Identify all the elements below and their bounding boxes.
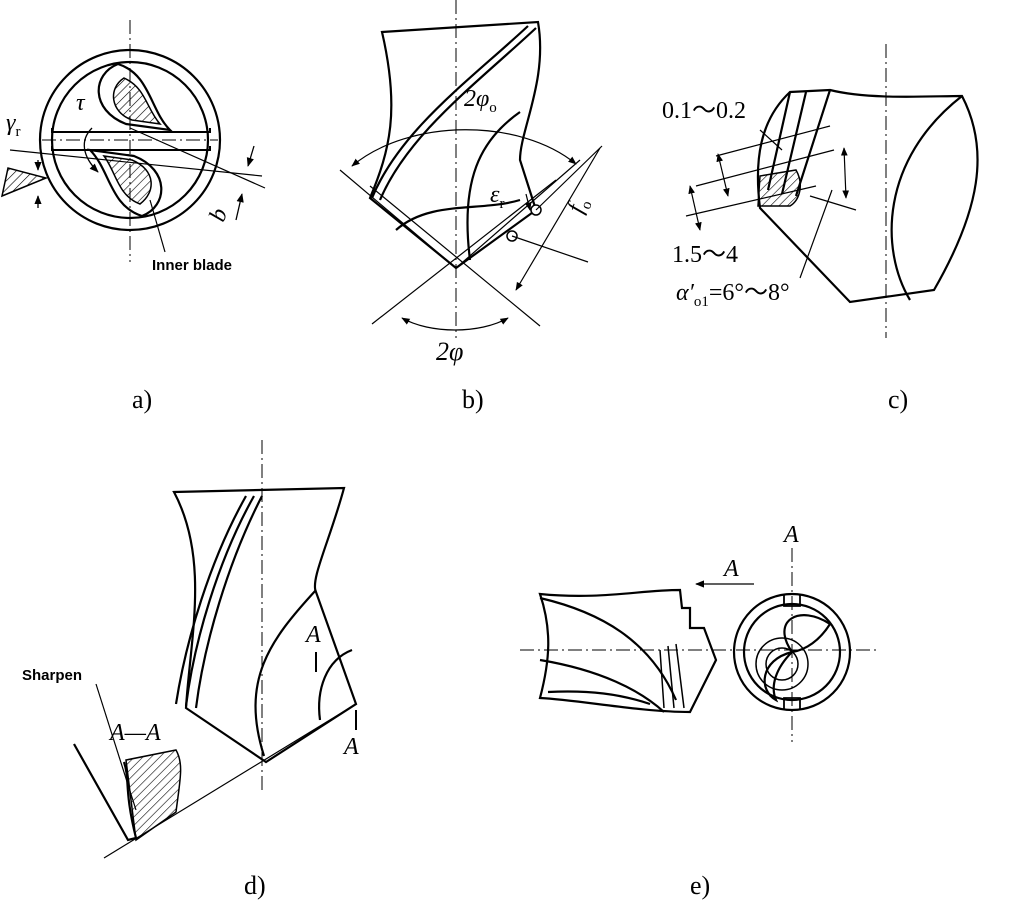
c-line-1 — [715, 125, 831, 157]
label-f: fo — [563, 194, 596, 218]
flute-curve-d — [254, 589, 317, 757]
section-arc-d — [318, 648, 353, 721]
flute-band-b — [370, 25, 537, 201]
end-view-flute-1 — [783, 614, 832, 654]
flute-curves-e — [539, 596, 678, 713]
tau-arrow — [83, 127, 99, 173]
label-2phi: 2φ — [436, 337, 463, 366]
b-dim-2 — [235, 193, 244, 221]
gamma-triangle — [0, 167, 49, 198]
drill-body-d — [172, 486, 358, 764]
label-b: b — [205, 205, 234, 225]
inner-blade-leader — [149, 199, 166, 253]
label-tau: τ — [76, 90, 86, 116]
panel-a — [0, 20, 266, 262]
angle-2phi-2 — [369, 185, 541, 327]
panel-e-labels: A A e) — [690, 522, 799, 900]
end-view-slot — [783, 594, 801, 710]
label-inner-blade: Inner blade — [152, 257, 232, 274]
b-dim-1 — [246, 145, 255, 167]
f-ext-1 — [535, 145, 603, 211]
rake-line-2 — [129, 127, 266, 189]
c-line-4 — [809, 195, 857, 211]
panel-e — [520, 548, 878, 742]
drill-end-c — [890, 95, 963, 301]
lower-flute-hatch — [102, 155, 152, 205]
panel-c-labels: 0.1～0.2 1.5～4 α′o1=6°～8° c) — [662, 98, 908, 414]
inner-circle — [50, 60, 210, 220]
label-view-arrow: A — [722, 556, 739, 582]
label-mark-upper: A — [304, 622, 321, 648]
panel-b — [339, 0, 603, 338]
label-2phi-o: 2φo — [464, 86, 497, 116]
label-section-mark: A — [782, 522, 799, 548]
upper-flute-hatch — [112, 77, 162, 126]
lip-line-2 — [455, 159, 581, 269]
sharpen-leader — [95, 683, 137, 811]
caption-a: a) — [132, 385, 152, 414]
end-view-outer — [732, 592, 852, 712]
c-dim-3 — [840, 147, 850, 199]
caption-d: d) — [244, 871, 266, 900]
lower-flute — [86, 148, 163, 218]
c-line-3 — [685, 185, 817, 217]
drill-body-e — [538, 588, 718, 714]
sharpen-tool — [73, 743, 138, 842]
end-view-ring-2 — [755, 637, 809, 691]
caption-c: c) — [888, 385, 908, 414]
end-view-flute-2 — [763, 649, 796, 703]
upper-flute — [97, 62, 174, 132]
fins-e — [659, 643, 685, 709]
rake-line-1 — [9, 149, 263, 177]
label-section-aa: A—A — [108, 720, 161, 746]
c-dim-1 — [716, 153, 730, 197]
label-range-1: 0.1～0.2 — [662, 98, 746, 124]
arc-2phi-o — [351, 129, 577, 167]
arc-2phi — [401, 317, 509, 331]
label-sharpen: Sharpen — [22, 667, 82, 684]
section-hatch-d — [125, 749, 182, 842]
f-ext-2 — [511, 235, 589, 263]
panel-d — [73, 440, 358, 859]
caption-b: b) — [462, 385, 484, 414]
drill-body-c — [756, 88, 979, 304]
lip-line-1 — [339, 169, 457, 269]
c-dim-2 — [688, 185, 702, 231]
end-view-inner — [742, 602, 842, 702]
panel-d-labels: Sharpen A—A A A d) — [22, 622, 359, 900]
label-range-2: 1.5～4 — [672, 242, 738, 268]
label-alpha: α′o1=6°～8° — [676, 280, 790, 310]
drill-body-b — [368, 20, 542, 270]
caption-e: e) — [690, 871, 710, 900]
c-dim-leader-1 — [759, 129, 783, 151]
label-gamma: γr — [6, 110, 20, 140]
label-mark-lower: A — [342, 734, 359, 760]
label-epsilon: εr — [490, 182, 504, 212]
end-view-ring-1 — [765, 647, 799, 681]
hatch-c — [757, 169, 802, 207]
epsilon-arrow — [524, 193, 532, 211]
panel-c — [685, 44, 979, 338]
f-dim — [515, 147, 601, 291]
chisel-slot — [51, 128, 211, 151]
flute-band-d — [174, 495, 263, 709]
alpha-leader — [799, 189, 833, 279]
outer-circle — [38, 48, 222, 232]
flute-curve-b — [395, 111, 521, 261]
